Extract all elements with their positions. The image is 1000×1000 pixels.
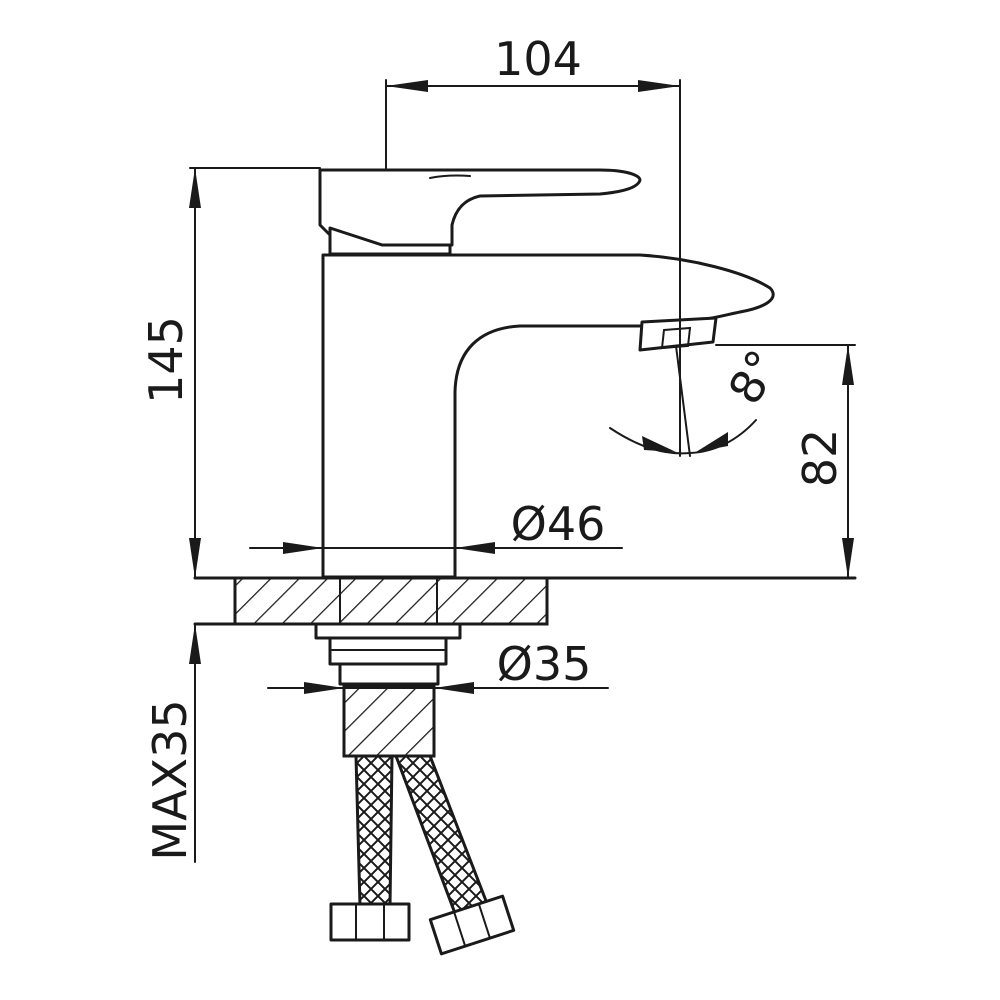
deck-plate — [193, 576, 857, 626]
supply-hoses — [329, 754, 516, 956]
mounting-nut — [314, 622, 462, 686]
dimension-width: 104 — [385, 32, 681, 457]
dimension-body-diameter: Ø46 — [249, 497, 623, 554]
dimension-max-thickness-label: MAX35 — [143, 699, 197, 860]
dimension-max-thickness: MAX35 — [143, 623, 201, 863]
hose-nut-left — [329, 902, 411, 942]
dimension-width-label: 104 — [494, 32, 582, 86]
dimension-height: 145 — [139, 167, 321, 579]
threaded-stud — [342, 684, 436, 758]
dimension-height-label: 145 — [139, 316, 193, 404]
dimension-body-diameter-label: Ø46 — [511, 497, 606, 551]
dimension-angle-label: 8° — [718, 341, 791, 413]
dimension-thread-diameter: Ø35 — [267, 637, 609, 694]
faucet-body — [321, 253, 775, 579]
dimension-spout-height-label: 82 — [793, 429, 847, 488]
aerator — [638, 316, 718, 352]
hose-nut-right — [428, 894, 516, 956]
dimension-angle: 8° — [609, 341, 791, 457]
dimension-thread-diameter-label: Ø35 — [497, 637, 592, 691]
lever-handle — [318, 168, 642, 256]
dimension-spout-height: 82 — [715, 344, 856, 579]
